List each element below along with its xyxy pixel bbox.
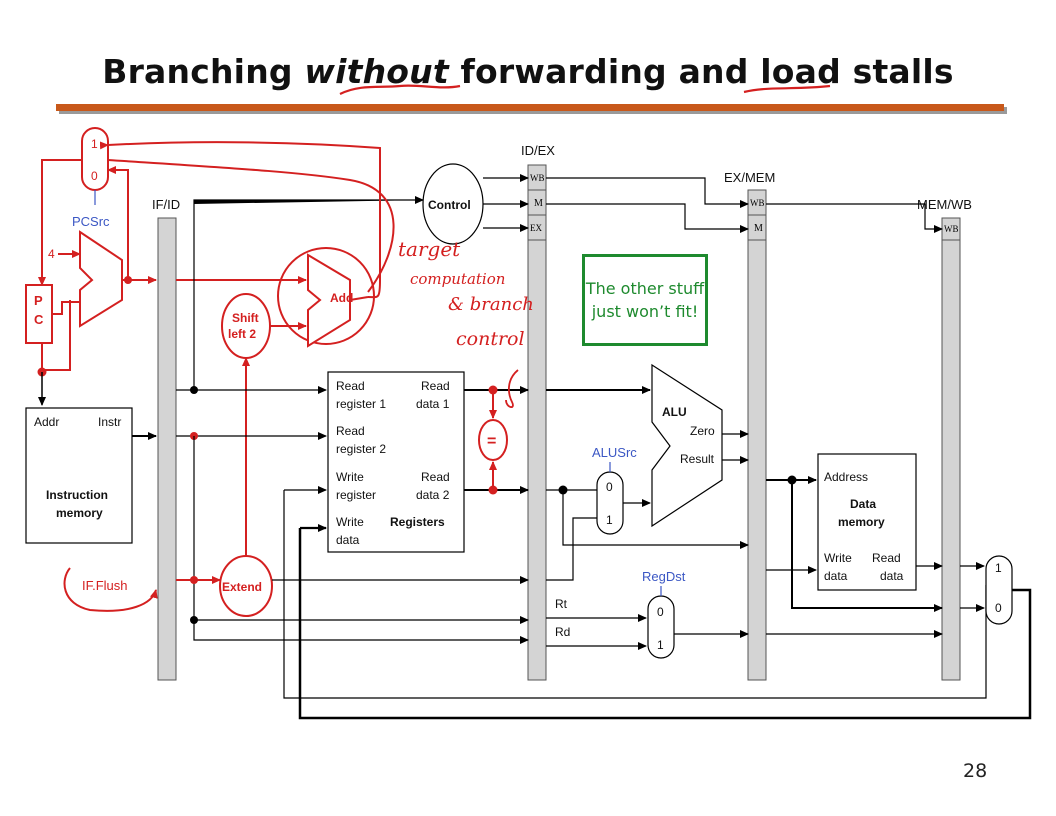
imem-name-line2: memory xyxy=(56,506,103,520)
handwritten-underline-without xyxy=(339,84,461,95)
ex-mem-wb-field: WB xyxy=(750,198,765,208)
wb-mux-zero: 0 xyxy=(995,601,1002,615)
dmem-write-a: Write xyxy=(824,551,852,565)
rf-read-reg2-b: register 2 xyxy=(336,442,386,456)
handwriting-line4: control xyxy=(456,328,525,350)
pc-register xyxy=(25,284,53,344)
if-id-register xyxy=(157,217,177,681)
instruction-memory xyxy=(25,407,133,544)
slide-title: Branching without forwarding and load st… xyxy=(0,52,1056,91)
rf-read-data2-b: data 2 xyxy=(416,488,450,502)
imem-instr-label: Instr xyxy=(98,415,121,429)
if-id-label: IF/ID xyxy=(152,197,180,212)
ex-mem-m-field: M xyxy=(754,223,763,234)
wb-mux-one: 1 xyxy=(995,561,1002,575)
add-label: Add xyxy=(330,291,353,305)
id-ex-wb-field: WB xyxy=(530,173,545,183)
rf-read-reg1-b: register 1 xyxy=(336,397,386,411)
handwritten-underline-load xyxy=(743,84,831,94)
id-ex-ex-field: EX xyxy=(530,223,542,233)
regdst-label: RegDst xyxy=(642,569,686,584)
handwritten-arrow xyxy=(505,369,519,408)
dmem-name1: Data xyxy=(850,497,876,511)
pcsrc-label: PCSrc xyxy=(72,214,110,229)
dmem-read-a: Read xyxy=(872,551,901,565)
rf-read-reg2-a: Read xyxy=(336,424,365,438)
rf-write-data-a: Write xyxy=(336,515,364,529)
rf-read-data1-a: Read xyxy=(421,379,450,393)
rd-label: Rd xyxy=(555,625,570,639)
alusrc-zero: 0 xyxy=(606,480,613,494)
shift-label-1: Shift xyxy=(232,311,259,325)
id-ex-m-field: M xyxy=(534,198,543,209)
rt-label: Rt xyxy=(555,597,568,611)
handwriting-line1: target xyxy=(398,237,461,261)
shift-label-2: left 2 xyxy=(228,327,256,341)
alu-result-label: Result xyxy=(680,452,715,466)
shift-left-2 xyxy=(221,293,271,359)
callout-text: The other stuff just won’t fit! xyxy=(585,279,705,321)
branch-target-adder xyxy=(307,253,351,348)
title-underline-bar xyxy=(56,104,1004,111)
regdst-zero: 0 xyxy=(657,605,664,619)
if-flush-label: IF.Flush xyxy=(82,578,128,593)
alusrc-one: 1 xyxy=(606,513,613,527)
dmem-read-b: data xyxy=(880,569,904,583)
alu-zero-label: Zero xyxy=(690,424,715,438)
rf-read-data2-a: Read xyxy=(421,470,450,484)
regdst-one: 1 xyxy=(657,638,664,652)
alu-label: ALU xyxy=(662,405,687,419)
add-highlight-circle xyxy=(277,247,375,345)
if-flush-loop xyxy=(63,567,158,612)
rf-read-reg1-a: Read xyxy=(336,379,365,393)
handwriting-line3: & branch xyxy=(448,294,534,315)
rf-write-reg-a: Write xyxy=(336,470,364,484)
rf-read-data1-b: data 1 xyxy=(416,397,450,411)
pcsrc-mux-one: 1 xyxy=(91,137,98,151)
equals-label: = xyxy=(487,433,496,450)
title-part2: forwarding and load stalls xyxy=(448,52,954,91)
dmem-name2: memory xyxy=(838,515,885,529)
register-file xyxy=(327,371,465,553)
mem-wb-register xyxy=(941,217,961,681)
pcsrc-mux-zero: 0 xyxy=(91,169,98,183)
rf-name: Registers xyxy=(390,515,445,529)
pc-letter-p: P xyxy=(34,293,43,308)
control-label: Control xyxy=(428,198,471,212)
extend-label: Extend xyxy=(222,580,262,594)
rf-write-reg-b: register xyxy=(336,488,376,502)
pc-plus4-adder xyxy=(79,230,123,328)
dmem-address: Address xyxy=(824,470,868,484)
mem-wb-label: MEM/WB xyxy=(917,197,972,212)
id-ex-register xyxy=(527,164,547,681)
imem-name-line1: Instruction xyxy=(46,488,108,502)
handwriting-line2: computation xyxy=(410,270,505,288)
id-ex-label: ID/EX xyxy=(521,143,555,158)
title-part1: Branching xyxy=(102,52,305,91)
writeback-mux xyxy=(985,555,1013,625)
imem-addr-label: Addr xyxy=(34,415,59,429)
dmem-write-b: data xyxy=(824,569,848,583)
data-memory xyxy=(817,453,917,591)
ex-mem-label: EX/MEM xyxy=(724,170,775,185)
page-number: 28 xyxy=(963,760,988,782)
equality-comparator xyxy=(478,419,508,461)
alusrc-label: ALUSrc xyxy=(592,445,637,460)
ex-mem-register xyxy=(747,189,767,681)
pc-letter-c: C xyxy=(34,312,44,327)
title-emphasis: without xyxy=(304,52,449,91)
four-constant: 4 xyxy=(48,247,55,261)
callout-box: The other stuff just won’t fit! xyxy=(582,254,708,346)
rf-write-data-b: data xyxy=(336,533,360,547)
mem-wb-wb-field: WB xyxy=(944,224,959,234)
alu xyxy=(651,363,723,528)
